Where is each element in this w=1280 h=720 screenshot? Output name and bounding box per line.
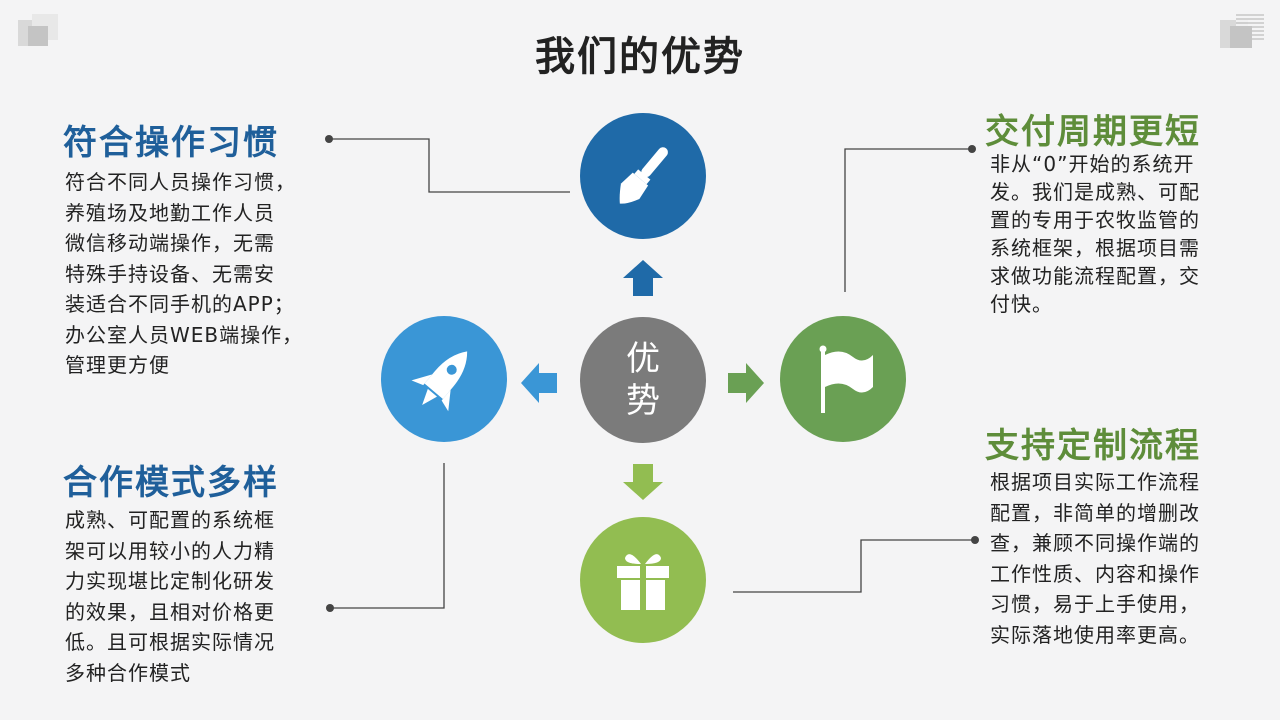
text-line: 发。我们是成熟、可配: [990, 180, 1200, 204]
arrow-down-icon: [623, 464, 663, 500]
circle-bottom: [580, 517, 706, 643]
center-char: 势: [626, 381, 660, 421]
heading-delivery-cycle: 交付周期更短: [985, 112, 1201, 152]
circle-right: [780, 316, 906, 442]
page-title: 我们的优势: [535, 34, 745, 80]
gift-icon: [617, 554, 669, 610]
arrow-left-icon: [521, 363, 557, 403]
heading-cooperation-modes: 合作模式多样: [63, 463, 279, 503]
text-cooperation-modes: 成熟、可配置的系统框 架可以用较小的人力精 力实现堪比定制化研发 的效果，且相对…: [65, 505, 275, 688]
corner-decoration-left: [18, 14, 60, 50]
corner-decoration-right: [1220, 12, 1268, 52]
flag-icon: [819, 345, 873, 413]
text-line: 特殊手持设备、无需安: [65, 261, 275, 286]
text-line: 习惯，易于上手使用，: [990, 592, 1200, 616]
text-line: 力实现堪比定制化研发: [65, 569, 275, 593]
text-line: 求做功能流程配置，交: [990, 264, 1200, 288]
text-line: 低。且可根据实际情况: [65, 630, 275, 654]
arrow-right-icon: [728, 363, 764, 403]
text-line: 配置，非简单的增删改: [990, 500, 1200, 525]
text-line: 置的专用于农牧监管的: [990, 208, 1200, 232]
arrow-up-icon: [623, 260, 663, 296]
text-line: 微信移动端操作，无需: [65, 231, 275, 255]
text-line: 管理更方便: [65, 353, 170, 377]
text-line: 工作性质、内容和操作: [990, 561, 1200, 586]
text-operation-habit: 符合不同人员操作习惯， 养殖场及地勤工作人员 微信移动端操作，无需 特殊手持设备…: [65, 167, 303, 381]
circle-left: [381, 316, 507, 442]
center-circle: 优 势: [580, 317, 706, 443]
text-line: 符合不同人员操作习惯，: [65, 170, 296, 194]
circle-top: [580, 113, 706, 239]
text-line: 根据项目实际工作流程: [990, 470, 1200, 494]
text-line: 多种合作模式: [65, 660, 191, 685]
heading-custom-process: 支持定制流程: [985, 426, 1201, 466]
text-delivery-cycle: 非从“0”开始的系统开 发。我们是成熟、可配 置的专用于农牧监管的 系统框架，根…: [990, 150, 1200, 318]
text-line: 系统框架，根据项目需: [990, 236, 1200, 260]
text-line: 实际落地使用率更高。: [990, 622, 1200, 647]
text-custom-process: 根据项目实际工作流程 配置，非简单的增删改 查，兼顾不同操作端的 工作性质、内容…: [990, 467, 1200, 650]
text-line: 装适合不同手机的APP；: [65, 292, 295, 316]
text-line: 养殖场及地勤工作人员: [65, 200, 275, 225]
paintbrush-icon: [619, 147, 668, 204]
text-line: 的效果，且相对价格更: [65, 599, 275, 624]
heading-operation-habit: 符合操作习惯: [63, 123, 279, 163]
text-line: 架可以用较小的人力精: [65, 538, 275, 563]
text-line: 办公室人员WEB端操作，: [65, 322, 304, 347]
rocket-icon: [411, 351, 468, 412]
text-line: 非从“0”开始的系统开: [990, 152, 1195, 176]
text-line: 付快。: [990, 292, 1053, 316]
center-char: 优: [626, 339, 660, 379]
text-line: 查，兼顾不同操作端的: [990, 531, 1200, 555]
text-line: 成熟、可配置的系统框: [65, 508, 275, 532]
